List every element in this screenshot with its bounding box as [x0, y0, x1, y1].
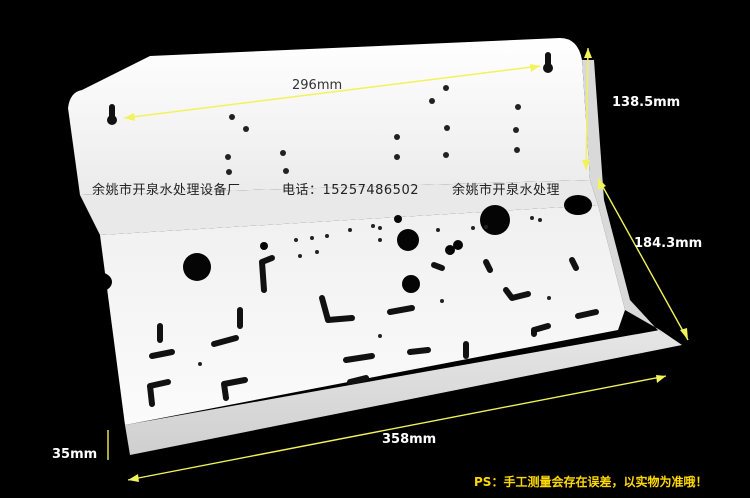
dim-label-front-lip: 35mm: [52, 447, 98, 462]
dim-line-depth: [597, 177, 689, 341]
dim-label-back-height: 138.5mm: [612, 95, 681, 110]
right-notch: [564, 195, 592, 215]
keyhole-left: [107, 104, 117, 125]
base-panel: [100, 205, 625, 425]
l-slots: [147, 255, 599, 407]
dim-label-total-width: 358mm: [382, 432, 437, 447]
watermark-company-right: 余姚市开泉水处理: [452, 183, 561, 198]
keyhole-right: [543, 52, 553, 73]
left-notch: [84, 272, 112, 292]
watermark-phone: 电话：15257486502: [282, 183, 419, 198]
dim-label-depth: 184.3mm: [634, 236, 703, 251]
front-lip: [125, 330, 682, 455]
bend-zone: [80, 180, 598, 235]
dim-line-top-width: [123, 65, 541, 119]
dim-line-total-width: [127, 375, 667, 481]
dim-line-back-height: [585, 47, 589, 171]
watermark-company-left: 余姚市开泉水处理设备厂: [92, 183, 241, 198]
back-panel: [68, 38, 590, 195]
small-holes: [198, 216, 551, 366]
back-panel-holes: [225, 85, 521, 175]
right-edge: [582, 60, 665, 338]
dim-label-top-width: 296mm: [292, 78, 343, 93]
dimension-arrows: [124, 48, 688, 482]
measurement-note: PS：手工测量会存在误差，以实物为准哦！: [474, 475, 708, 489]
dimension-lines: [107, 47, 689, 481]
